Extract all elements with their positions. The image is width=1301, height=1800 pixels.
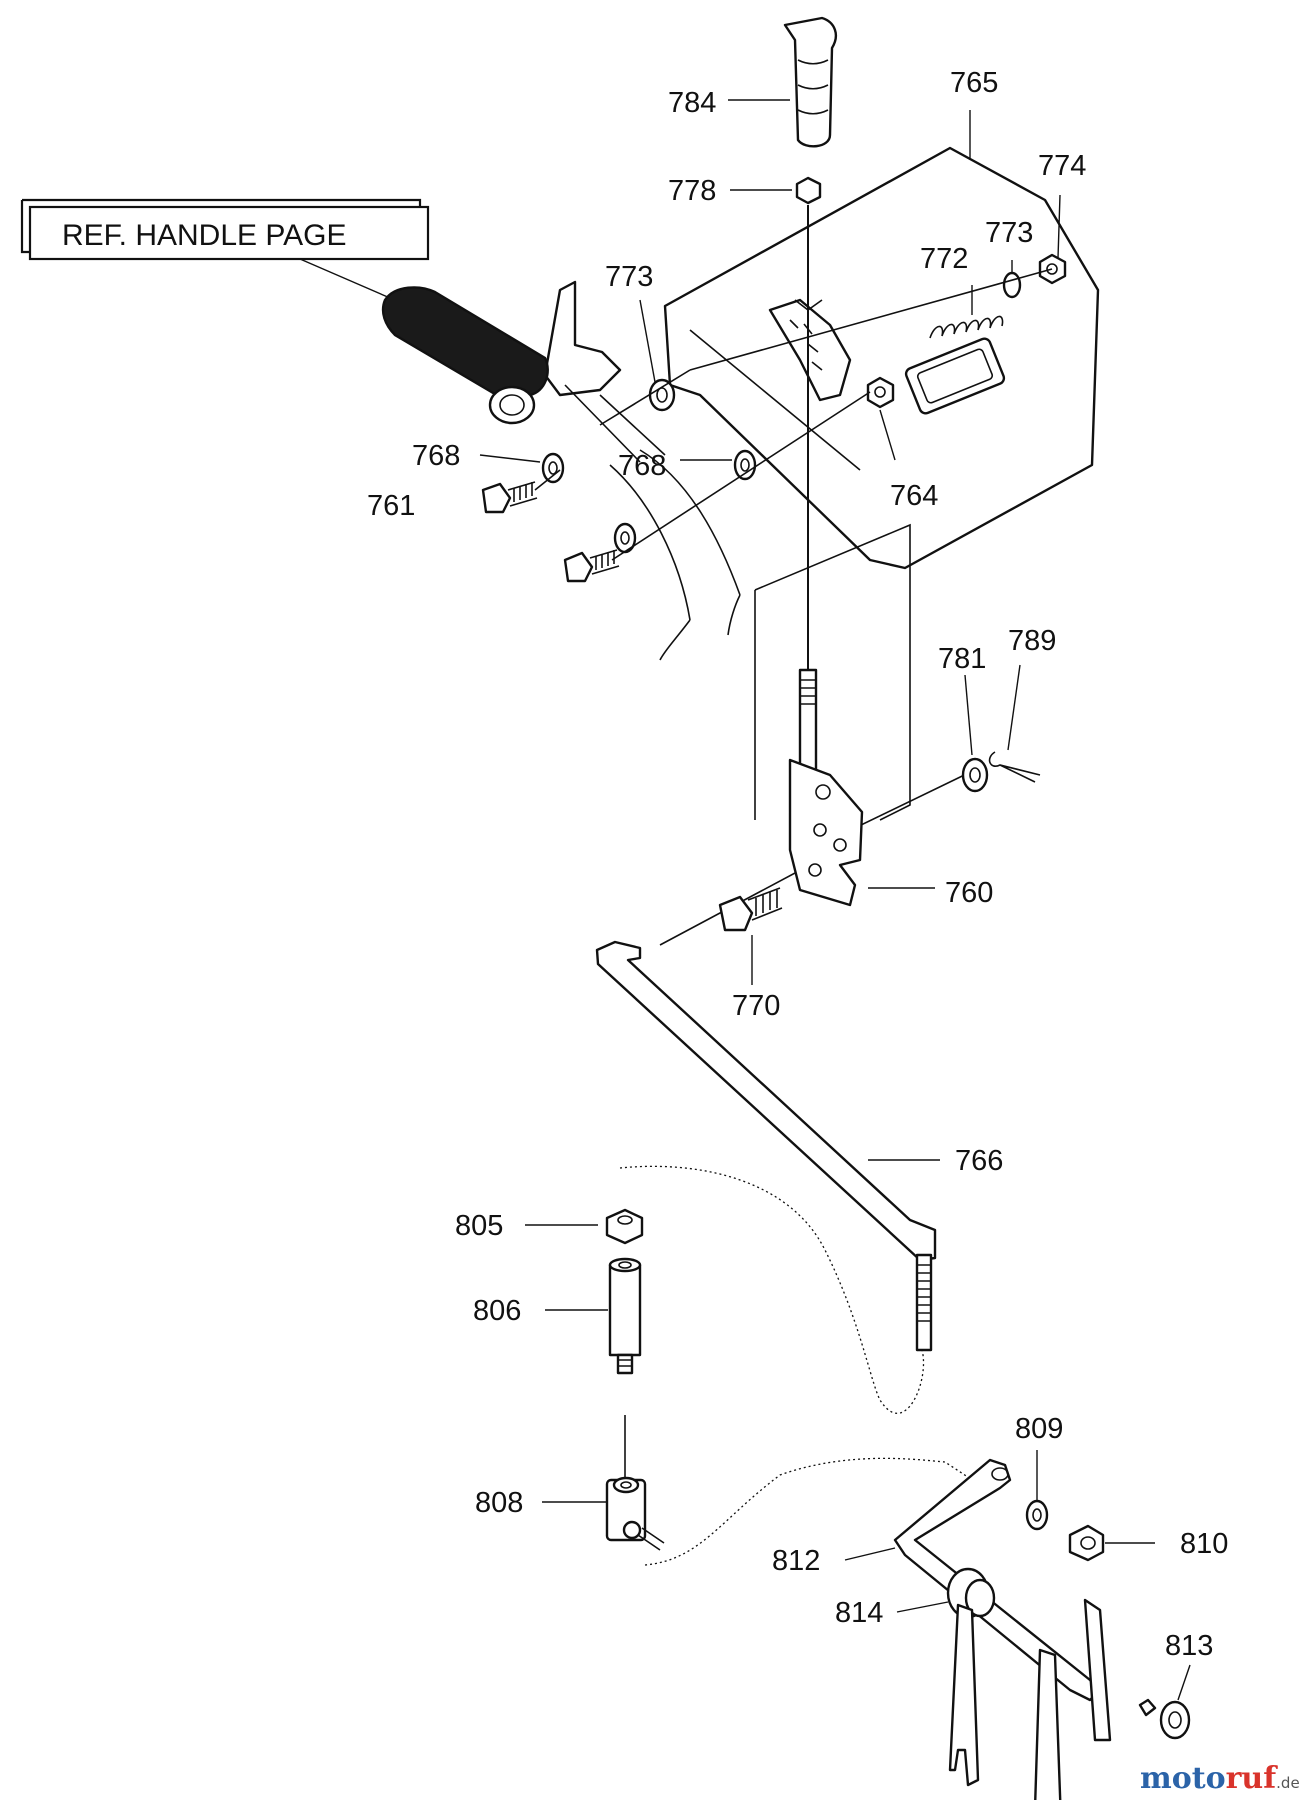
handle-bar [543,280,741,661]
bracket-760 [788,758,864,907]
spring-772 [929,315,1004,339]
bolt-761 [481,481,538,514]
label-813: 813 [1165,1630,1213,1662]
washer-lower-left [613,522,637,554]
ref-handle-page-box: REF. HANDLE PAGE [20,198,430,299]
washer-768-left [541,452,565,484]
label-765: 765 [950,67,998,99]
label-784: 784 [668,87,716,119]
nut-774 [1038,253,1067,285]
bolt-lower [563,549,620,583]
shift-forks [948,1598,1112,1800]
label-808: 808 [475,1487,523,1519]
label-770: 770 [732,990,780,1022]
nut-778 [795,176,822,205]
nut-805 [605,1208,644,1245]
label-781: 781 [938,643,986,675]
label-772: 772 [920,243,968,275]
label-764: 764 [890,480,938,512]
shift-rod [794,205,823,782]
part-labels: 784 765 774 778 773 772 773 768 761 768 … [367,67,1228,1662]
nut-764 [866,376,895,409]
washer-781 [961,757,989,793]
explode-axes [534,268,1053,946]
cotter-pin-789 [988,751,1041,783]
watermark-suffix: .de [1276,1774,1300,1792]
washer-773-right [1002,271,1022,299]
label-805: 805 [455,1210,503,1242]
nut-810 [1068,1524,1105,1562]
label-773-right: 773 [985,217,1033,249]
label-773-left: 773 [605,261,653,293]
label-760: 760 [945,877,993,909]
control-panel [663,146,1100,570]
label-809: 809 [1015,1413,1063,1445]
label-810: 810 [1180,1528,1228,1560]
ref-handle-page-text: REF. HANDLE PAGE [62,219,347,252]
label-789: 789 [1008,625,1056,657]
shift-arm-812 [893,1458,1157,1717]
label-814: 814 [835,1597,883,1629]
watermark-logo: motoruf.de [1140,1761,1300,1796]
label-768-right: 768 [618,450,666,482]
svg-text:motoruf.de: motoruf.de [1140,1761,1300,1796]
washer-768-right [733,449,757,481]
bolt-770 [718,887,783,932]
label-806: 806 [473,1295,521,1327]
shift-knob [783,16,837,148]
e-clip-813 [1159,1700,1191,1740]
label-778: 778 [668,175,716,207]
watermark-part2: ruf [1226,1761,1279,1796]
standoff-806 [608,1257,642,1375]
label-761: 761 [367,490,415,522]
watermark-part1: moto [1140,1761,1226,1796]
label-774: 774 [1038,150,1086,182]
grip-handle [381,286,549,425]
connection-curves [619,1165,981,1566]
label-leaders [479,99,1191,1701]
label-766: 766 [955,1145,1003,1177]
swivel-808 [605,1415,665,1551]
washer-773-left [648,378,676,412]
label-768-left: 768 [412,440,460,472]
label-812: 812 [772,1545,820,1577]
washer-809 [1025,1499,1049,1531]
shift-rod-766 [595,940,937,1352]
